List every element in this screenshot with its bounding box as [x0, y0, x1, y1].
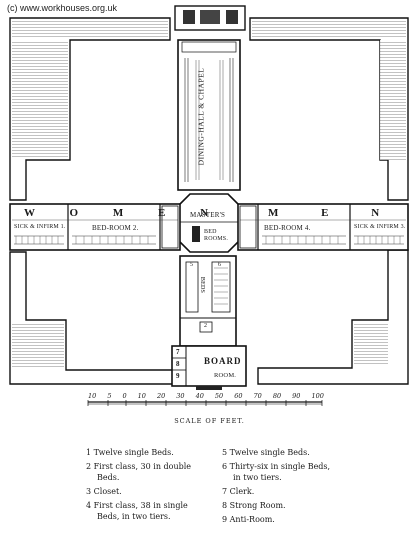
bed-room-2-label: BED-ROOM 2.	[92, 224, 139, 232]
legend-item: 1 Twelve single Beds.	[86, 448, 174, 457]
scale-ticks: 10 5 0 10 20 30 40 50 60 70 80 90 100	[88, 392, 324, 400]
men-label: M E N	[268, 207, 400, 219]
legend-left: 1 Twelve single Beds. 2 First class, 30 …	[86, 447, 216, 525]
scale-tick: 20	[156, 392, 166, 400]
copyright-credit: (c) www.workhouses.org.uk	[7, 3, 118, 13]
scale-tick: 5	[107, 392, 112, 400]
dining-hall-wing	[177, 39, 241, 191]
legend-item: 8 Strong Room.	[222, 501, 286, 510]
bed-room-4-label: BED-ROOM 4.	[264, 224, 311, 232]
legend-item: 3 Closet.	[86, 487, 122, 496]
bed-rooms-small-label: BED ROOMS.	[204, 229, 229, 242]
women-label: W O M E N	[24, 207, 225, 219]
scale-tick: 80	[272, 392, 282, 400]
scale-tick: 70	[253, 392, 262, 400]
board-room-block	[171, 345, 247, 390]
scale-tick: 10	[137, 392, 146, 400]
room-number-9: 9	[176, 372, 180, 380]
legend-item: 2 First class, 30 in double Beds.	[86, 462, 192, 482]
scale-title: SCALE OF FEET.	[174, 417, 245, 425]
men-wing	[237, 203, 409, 251]
scale-tick: 0	[122, 392, 127, 400]
legend-item: 7 Clerk.	[222, 487, 255, 496]
room-number-6: 6	[218, 262, 222, 268]
legend-right: 5 Twelve single Beds. 6 Thirty-six in si…	[222, 447, 362, 528]
women-wing	[9, 203, 181, 251]
room-label: ROOM.	[214, 372, 237, 379]
legend-item: 6 Thirty-six in single Beds, in two tier…	[222, 462, 331, 482]
scale-tick: 50	[214, 392, 224, 400]
room-number-8: 8	[176, 360, 180, 368]
beds-label: BEDS	[199, 276, 206, 294]
south-wing	[179, 255, 237, 347]
scale-tick: 60	[234, 392, 243, 400]
room-number-5: 5	[190, 262, 194, 268]
scale-tick: 90	[292, 392, 301, 400]
masters-label: MASTER'S	[190, 211, 226, 219]
sick-infirm-1-label: SICK & INFIRM 1.	[14, 224, 66, 230]
scale-bar	[87, 400, 323, 406]
room-number-7: 7	[176, 348, 180, 356]
dining-hall-label: DINING-HALL & CHAPEL	[196, 67, 206, 166]
board-label: BOARD	[204, 356, 242, 366]
legend-item: 4 First class, 38 in single Beds, in two…	[86, 501, 188, 521]
legend-item: 9 Anti-Room.	[222, 515, 275, 524]
scale-tick: 40	[195, 392, 204, 400]
scale-tick: 30	[176, 392, 185, 400]
scale-tick: 100	[311, 392, 324, 400]
sick-infirm-3-label: SICK & INFIRM 3.	[354, 224, 406, 230]
master-octagon	[177, 193, 241, 253]
legend-item: 5 Twelve single Beds.	[222, 448, 310, 457]
room-number-2-south: 2	[204, 323, 208, 329]
scale-tick: 10	[88, 392, 97, 400]
